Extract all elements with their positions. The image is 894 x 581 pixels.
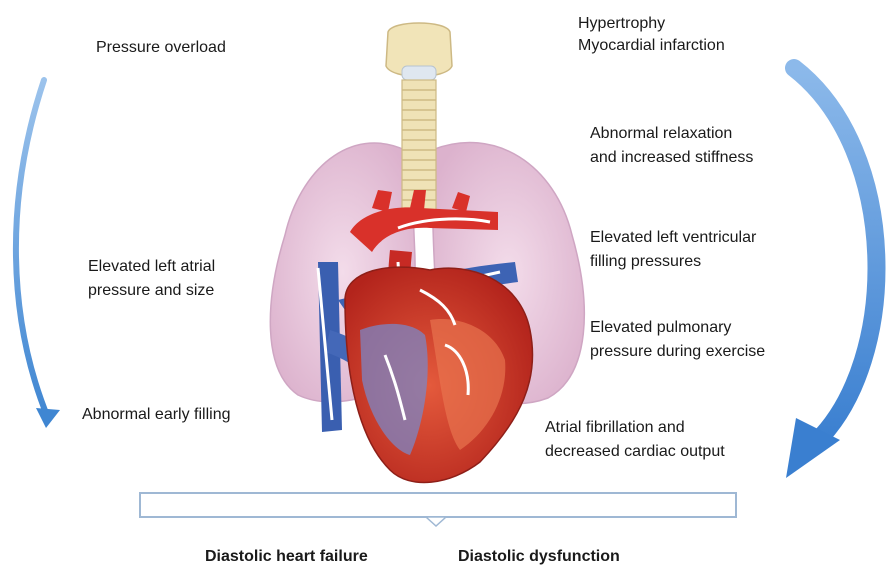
right-cycle-arrow [786, 68, 876, 478]
outcome-diastolic-heart-failure: Diastolic heart failure [205, 548, 368, 566]
label-myocardial-infarction: Myocardial infarction [578, 36, 725, 56]
label-decreased-cardiac-output: decreased cardiac output [545, 442, 725, 462]
label-elevated-la: Elevated left atrial [88, 257, 215, 277]
label-increased-stiffness: and increased stiffness [590, 148, 753, 168]
label-pressure-overload: Pressure overload [96, 38, 226, 58]
label-hypertrophy: Hypertrophy [578, 14, 665, 34]
outcome-bracket [140, 493, 736, 526]
heart [345, 267, 533, 482]
label-elevated-pulmonary: Elevated pulmonary [590, 318, 731, 338]
label-elevated-lv: Elevated left ventricular [590, 228, 756, 248]
outcome-diastolic-dysfunction: Diastolic dysfunction [458, 548, 620, 566]
label-atrial-fibrillation: Atrial fibrillation and [545, 418, 685, 438]
label-abnormal-early-filling: Abnormal early filling [82, 405, 231, 425]
left-cycle-arrow [16, 80, 60, 428]
label-pressure-exercise: pressure during exercise [590, 342, 765, 362]
label-filling-pressures: filling pressures [590, 252, 701, 272]
label-abnormal-relaxation: Abnormal relaxation [590, 124, 732, 144]
label-la-pressure-size: pressure and size [88, 281, 214, 301]
